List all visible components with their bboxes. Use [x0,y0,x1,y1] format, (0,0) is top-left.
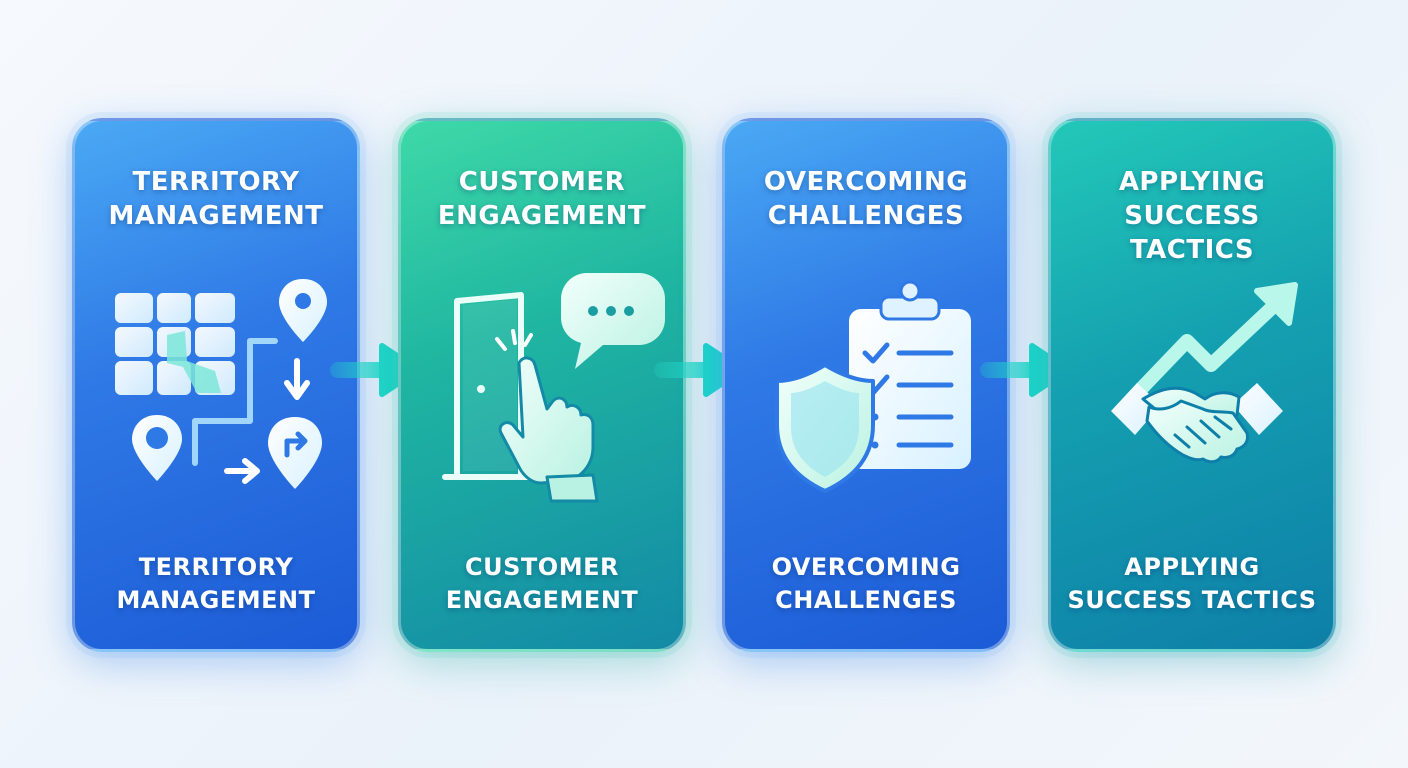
step-footer: CUSTOMER ENGAGEMENT [445,553,639,614]
step-card-overcoming-challenges: OVERCOMING CHALLENGES OVERCOMING CHALLEN… [722,118,1010,652]
step-card-applying-success-tactics: APPLYING SUCCESS TACTICS APPLYING SUCCES… [1048,118,1336,652]
step-card-customer-engagement: CUSTOMER ENGAGEMENT CUSTOMER ENGAGEMENT [398,118,686,652]
territory-map-route-icon [115,279,327,489]
door-knock-chat-icon [442,273,665,503]
step-title: OVERCOMING CHALLENGES [763,167,969,231]
step-title: TERRITORY MANAGEMENT [108,167,324,231]
step-footer: OVERCOMING CHALLENGES [771,553,961,614]
step-title: APPLYING SUCCESS TACTICS [1118,167,1266,265]
step-title: CUSTOMER ENGAGEMENT [437,167,647,231]
step-footer: APPLYING SUCCESS TACTICS [1067,553,1317,614]
step-card-territory-management: TERRITORY MANAGEMENT [72,118,360,652]
step-footer: TERRITORY MANAGEMENT [116,553,316,614]
handshake-growth-icon [1111,282,1298,464]
shield-checklist-icon [775,280,971,493]
